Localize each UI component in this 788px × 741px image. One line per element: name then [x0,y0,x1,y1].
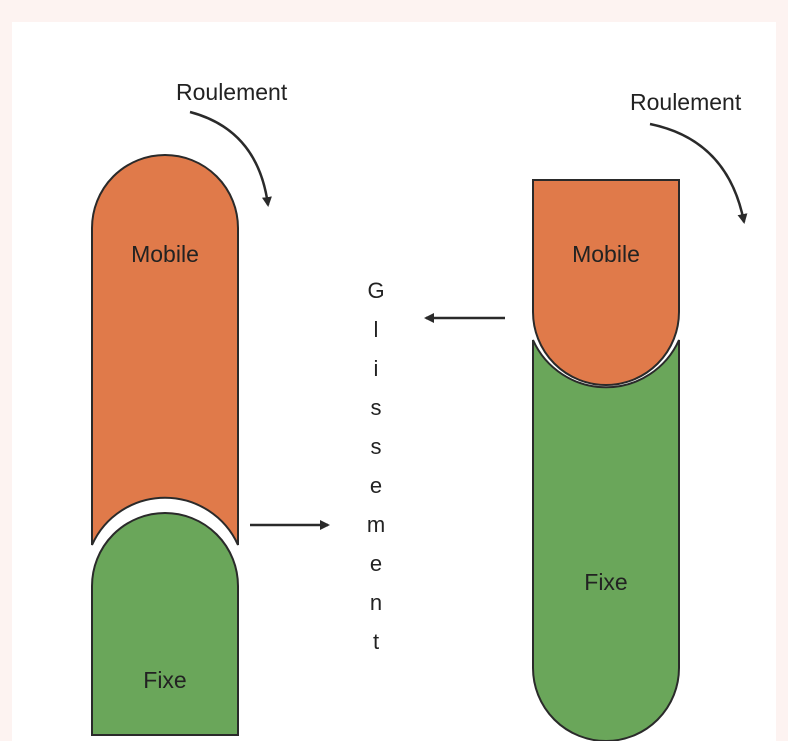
right-curved-arrow-icon [649,122,748,224]
left-mobile-piece [91,154,239,546]
sliding-letter: e [370,551,382,576]
sliding-letter: e [370,473,382,498]
sliding-letter: l [374,317,379,342]
left-assembly: Mobile Fixe Roulement [91,79,330,736]
sliding-letter: t [373,629,379,654]
left-curved-arrow-icon [189,110,272,207]
right-rotation-label: Roulement [630,89,742,115]
left-fixe-label: Fixe [143,667,186,693]
left-rotation-label: Roulement [176,79,288,105]
sliding-letter: n [370,590,382,615]
right-fixe-label: Fixe [584,569,627,595]
sliding-label: G l i s s e m e n t [367,278,385,654]
right-fixe-piece [532,339,680,741]
left-fixe-piece [91,512,239,736]
right-mobile-label: Mobile [572,241,640,267]
sliding-letter: i [374,356,379,381]
sliding-letter: m [367,512,385,537]
right-assembly: Mobile Fixe Roulement [424,89,748,741]
left-mobile-label: Mobile [131,241,199,267]
sliding-letter: G [367,278,384,303]
right-mobile-piece [532,179,680,386]
sliding-letter: s [371,434,382,459]
sliding-letter: s [371,395,382,420]
